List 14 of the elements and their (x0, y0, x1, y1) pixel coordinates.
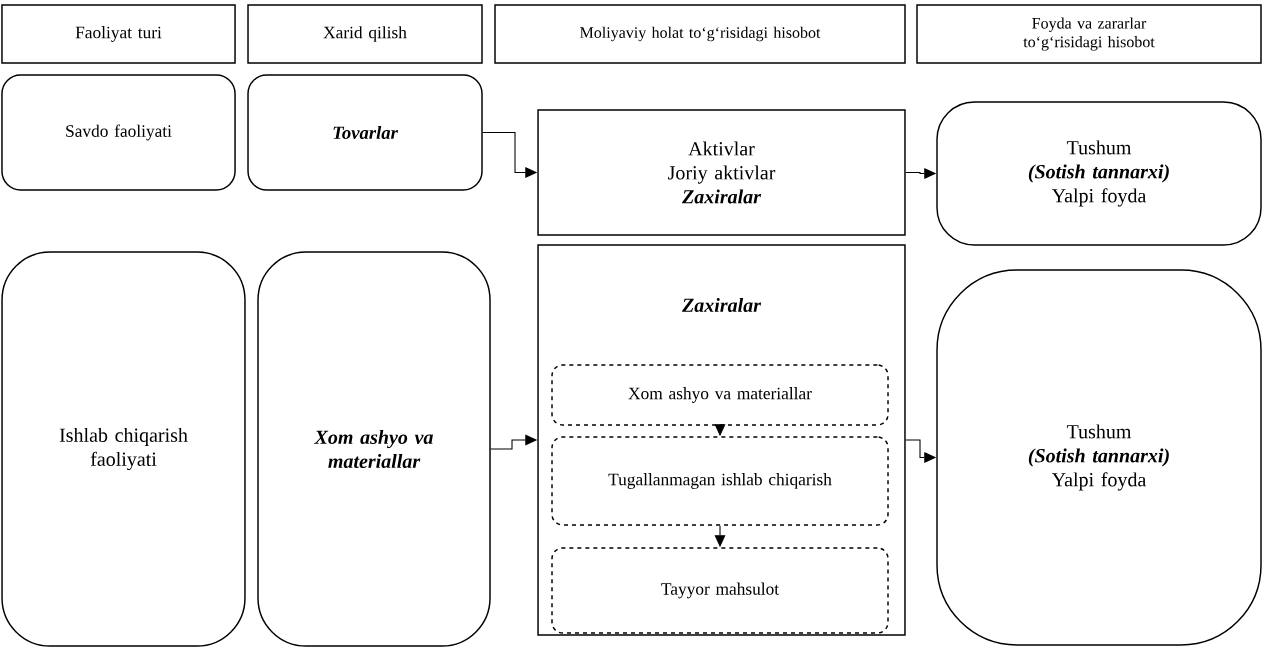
statement-box: Tushum (Sotish tannarxi) Yalpi foyda (936, 269, 1262, 646)
stage-box: Xom ashyo va materiallar (551, 364, 889, 426)
activity-box: Ishlab chiqarish faoliyati (1, 251, 246, 647)
statement-box: Aktivlar Joriy aktivlar Zaxiralar (537, 109, 906, 236)
header-box: Foyda va zararlar to‘g‘risidagi hisobot (916, 4, 1262, 64)
statement-box: Tushum (Sotish tannarxi) Yalpi foyda (936, 101, 1262, 246)
header-box: Moliyaviy holat to‘g‘risidagi hisobot (494, 4, 906, 64)
header-box: Xarid qilish (247, 4, 483, 64)
header-box: Faoliyat turi (1, 4, 236, 64)
activity-box: Savdo faoliyati (1, 74, 236, 191)
stage-box: Tayyor mahsulot (551, 547, 889, 634)
purchase-box: Tovarlar (247, 74, 483, 191)
stage-box: Tugallanmagan ishlab chiqarish (551, 436, 889, 526)
purchase-box: Xom ashyo va materiallar (257, 251, 491, 647)
